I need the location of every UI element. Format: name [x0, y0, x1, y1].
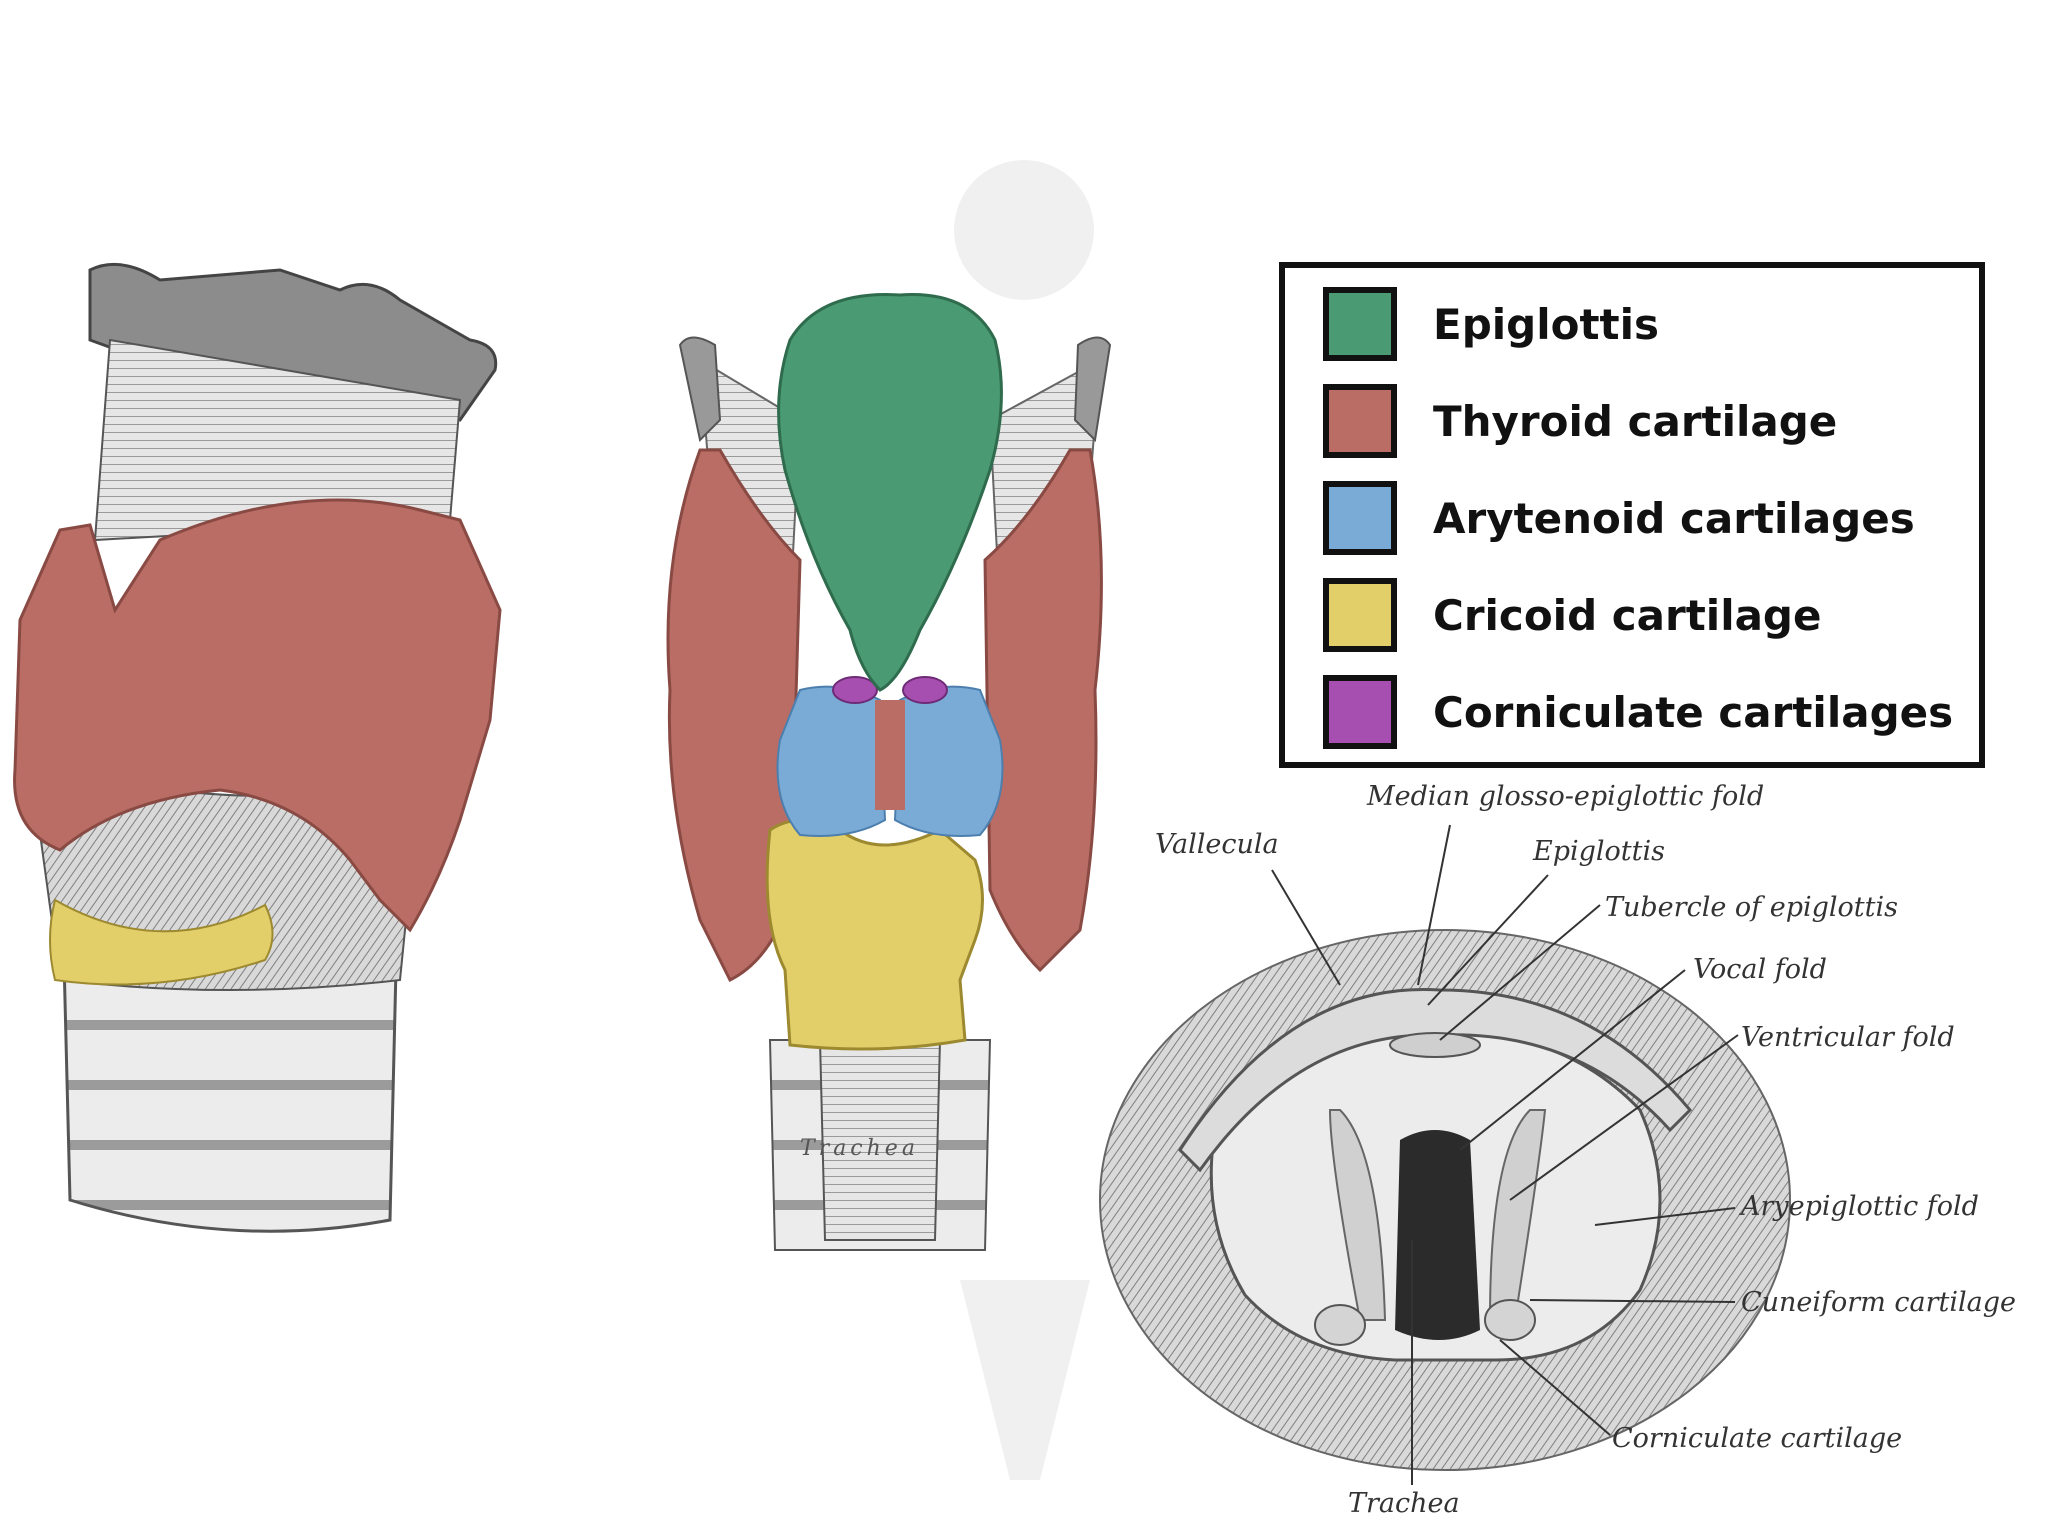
- superior-horn-right: [1073, 336, 1112, 443]
- cuneiform-right: [1484, 1299, 1536, 1341]
- label-trachea: Trachea: [1348, 1488, 1460, 1519]
- legend-item-cricoid-cartilage: Cricoid cartilage: [1323, 575, 1821, 655]
- label-corniculate-cartilage: Corniculate cartilage: [1612, 1423, 1902, 1454]
- watermark: [954, 160, 1094, 1480]
- legend-item-thyroid-cartilage: Thyroid cartilage: [1323, 381, 1837, 461]
- epiglottis-rim: [1178, 987, 1693, 1173]
- cricoid-cartilage-posterior: [765, 818, 984, 1051]
- label-epiglottis: Epiglottis: [1532, 836, 1665, 867]
- label-vallecula: Vallecula: [1155, 829, 1279, 860]
- label-cuneiform-cartilage: Cuneiform cartilage: [1741, 1287, 2016, 1318]
- hyoid-bone: [88, 262, 498, 422]
- legend-swatch-corniculate-cartilages: [1323, 675, 1397, 749]
- label-median-glosso-epiglottic-fold: Median glosso-epiglottic fold: [1366, 781, 1764, 812]
- color-legend: Epiglottis Thyroid cartilage Arytenoid c…: [1279, 262, 1985, 768]
- arytenoid-cartilage-right: [893, 685, 1004, 837]
- corniculate-cartilage-left: [832, 676, 878, 704]
- tubercle-of-epiglottis: [1389, 1032, 1481, 1058]
- legend-label-epiglottis: Epiglottis: [1433, 299, 1660, 349]
- legend-swatch-cricoid-cartilage: [1323, 578, 1397, 652]
- legend-label-thyroid-cartilage: Thyroid cartilage: [1433, 396, 1838, 446]
- corniculate-cartilage-right: [902, 676, 948, 704]
- anterior-larynx-view: [13, 262, 502, 1233]
- legend-swatch-epiglottis: [1323, 287, 1397, 361]
- legend-label-cricoid-cartilage: Cricoid cartilage: [1433, 590, 1822, 640]
- trachea-label-posterior: Trachea: [800, 1136, 919, 1161]
- label-ventricular-fold: Ventricular fold: [1741, 1022, 1955, 1053]
- glottic-opening: [1395, 1130, 1480, 1340]
- legend-swatch-arytenoid-cartilages: [1323, 481, 1397, 555]
- label-vocal-fold: Vocal fold: [1693, 954, 1827, 985]
- posterior-larynx-view: Trachea: [666, 293, 1112, 1251]
- label-tubercle-of-epiglottis: Tubercle of epiglottis: [1605, 892, 1898, 923]
- cricoid-cartilage-anterior: [49, 898, 274, 986]
- leader-lines: [1271, 824, 1739, 1485]
- legend-label-corniculate-cartilages: Corniculate cartilages: [1433, 687, 1954, 737]
- legend-label-arytenoid-cartilages: Arytenoid cartilages: [1433, 493, 1915, 543]
- laryngoscopic-view: Median glosso-epiglottic fold Vallecula …: [1099, 781, 2016, 1519]
- legend-item-epiglottis: Epiglottis: [1323, 284, 1659, 364]
- interarytenoid-strip: [875, 700, 905, 810]
- legend-item-corniculate-cartilages: Corniculate cartilages: [1323, 672, 1953, 752]
- legend-swatch-thyroid-cartilage: [1323, 384, 1397, 458]
- thyroid-cartilage-anterior: [13, 498, 502, 933]
- label-aryepiglottic-fold: Aryepiglottic fold: [1738, 1191, 1979, 1222]
- legend-item-arytenoid-cartilages: Arytenoid cartilages: [1323, 478, 1915, 558]
- cuneiform-left: [1314, 1304, 1366, 1346]
- superior-horn-left: [678, 336, 722, 443]
- epiglottis: [777, 293, 1003, 692]
- arytenoid-cartilage-left: [776, 685, 887, 837]
